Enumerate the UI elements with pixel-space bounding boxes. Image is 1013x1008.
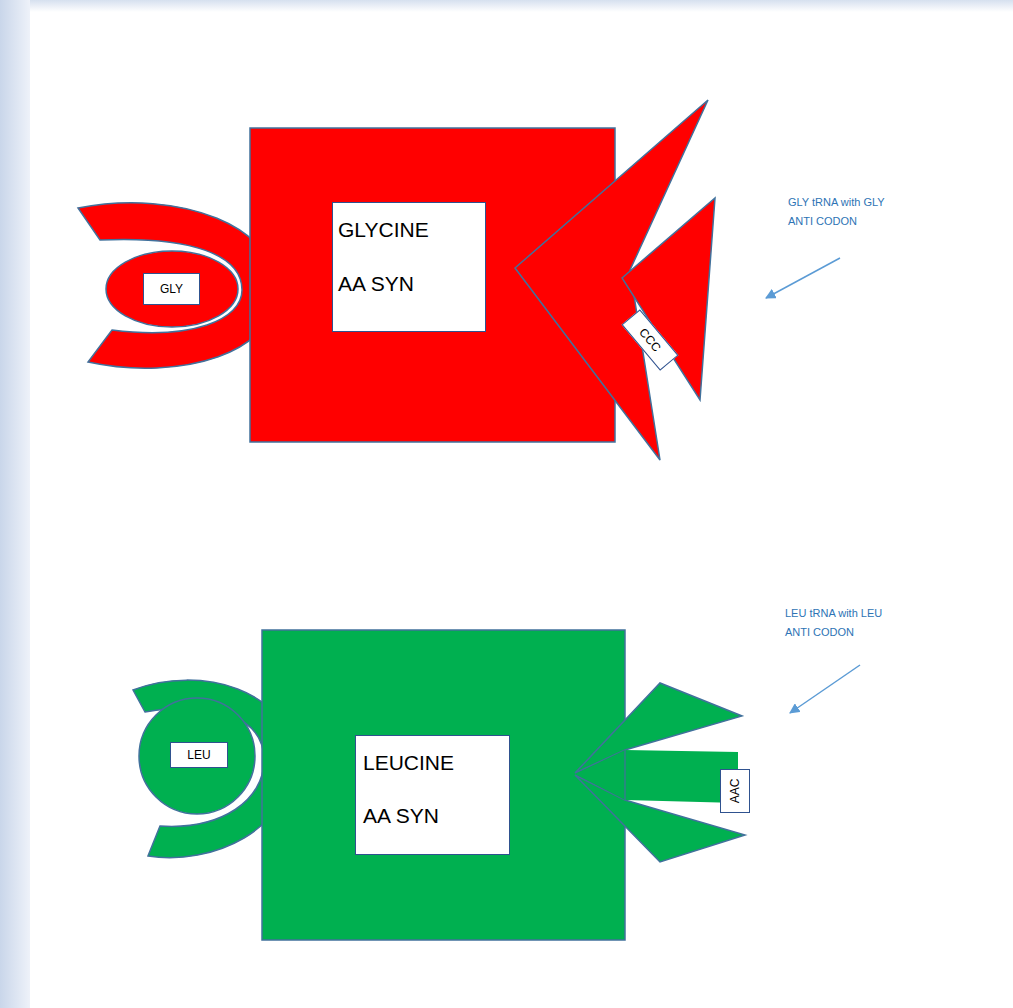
callout-text: LEU tRNA with LEU ANTI CODON bbox=[785, 604, 901, 642]
trna-edge bbox=[624, 750, 625, 800]
amino-acid-shape bbox=[139, 698, 255, 814]
amino-acid-label: GLY bbox=[143, 273, 200, 305]
amino-acid-label: LEU bbox=[170, 742, 228, 768]
node-text: LEU bbox=[187, 748, 210, 762]
trna-shape bbox=[622, 198, 715, 400]
node-text: LEUCINE AA SYN bbox=[363, 736, 475, 842]
page-border bbox=[0, 0, 1013, 12]
amino-acid-pocket bbox=[78, 203, 273, 368]
node-text: AAC bbox=[728, 779, 742, 804]
enzyme-label: GLYCINE AA SYN bbox=[332, 202, 486, 332]
leader-arrow bbox=[790, 665, 860, 713]
leader-arrow bbox=[766, 258, 840, 298]
enzyme-body bbox=[262, 630, 625, 940]
enzyme-label: LEUCINE AA SYN bbox=[355, 735, 510, 855]
node-text: GLYCINE AA SYN bbox=[338, 203, 450, 311]
trna-shape bbox=[575, 750, 738, 803]
callout-text: GLY tRNA with GLY ANTI CODON bbox=[788, 193, 902, 231]
anticodon-label: AAC bbox=[720, 769, 750, 813]
page-border bbox=[0, 0, 30, 1008]
amino-acid-shape bbox=[106, 251, 238, 327]
node-text: GLY bbox=[160, 282, 183, 296]
